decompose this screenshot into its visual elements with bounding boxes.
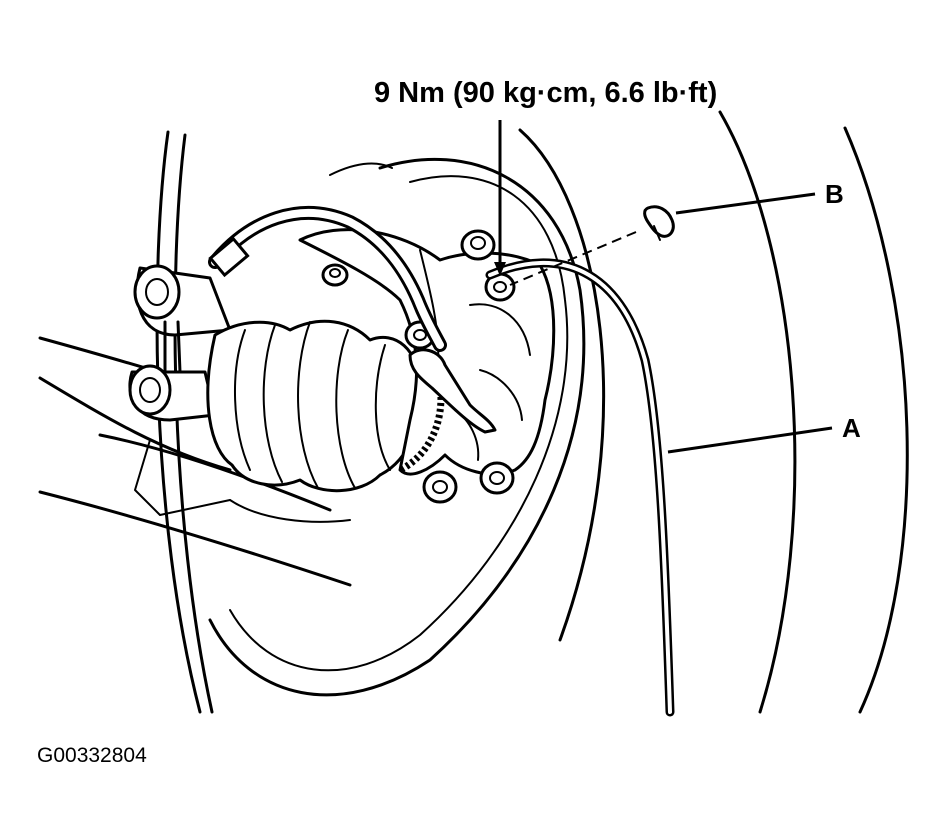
stabilizer-link: [128, 264, 232, 422]
torque-spec-label: 9 Nm (90 kg·cm, 6.6 lb·ft): [374, 77, 717, 109]
bolt-stud: [321, 263, 349, 287]
bolt-lower-left: [422, 470, 458, 504]
callout-a-label: A: [842, 413, 861, 443]
brake-hose: [208, 206, 447, 352]
suspension-arm: [38, 336, 352, 587]
bolt-upper: [460, 229, 496, 261]
torque-leader-arrowhead: [494, 262, 506, 276]
callout-a-leader: [667, 426, 833, 454]
hub-bolts: [321, 229, 516, 504]
clip-b-dashed-line: [509, 231, 637, 286]
drive-shaft-boot: [206, 319, 422, 493]
sensor-bracket: [408, 348, 497, 434]
callout-b-leader: [675, 192, 816, 215]
bolt-lower-right: [479, 461, 515, 495]
brake-disc: [208, 157, 586, 697]
clip-b: [643, 205, 675, 241]
figure-id-label: G00332804: [37, 744, 147, 767]
callout-b-label: B: [825, 179, 844, 209]
